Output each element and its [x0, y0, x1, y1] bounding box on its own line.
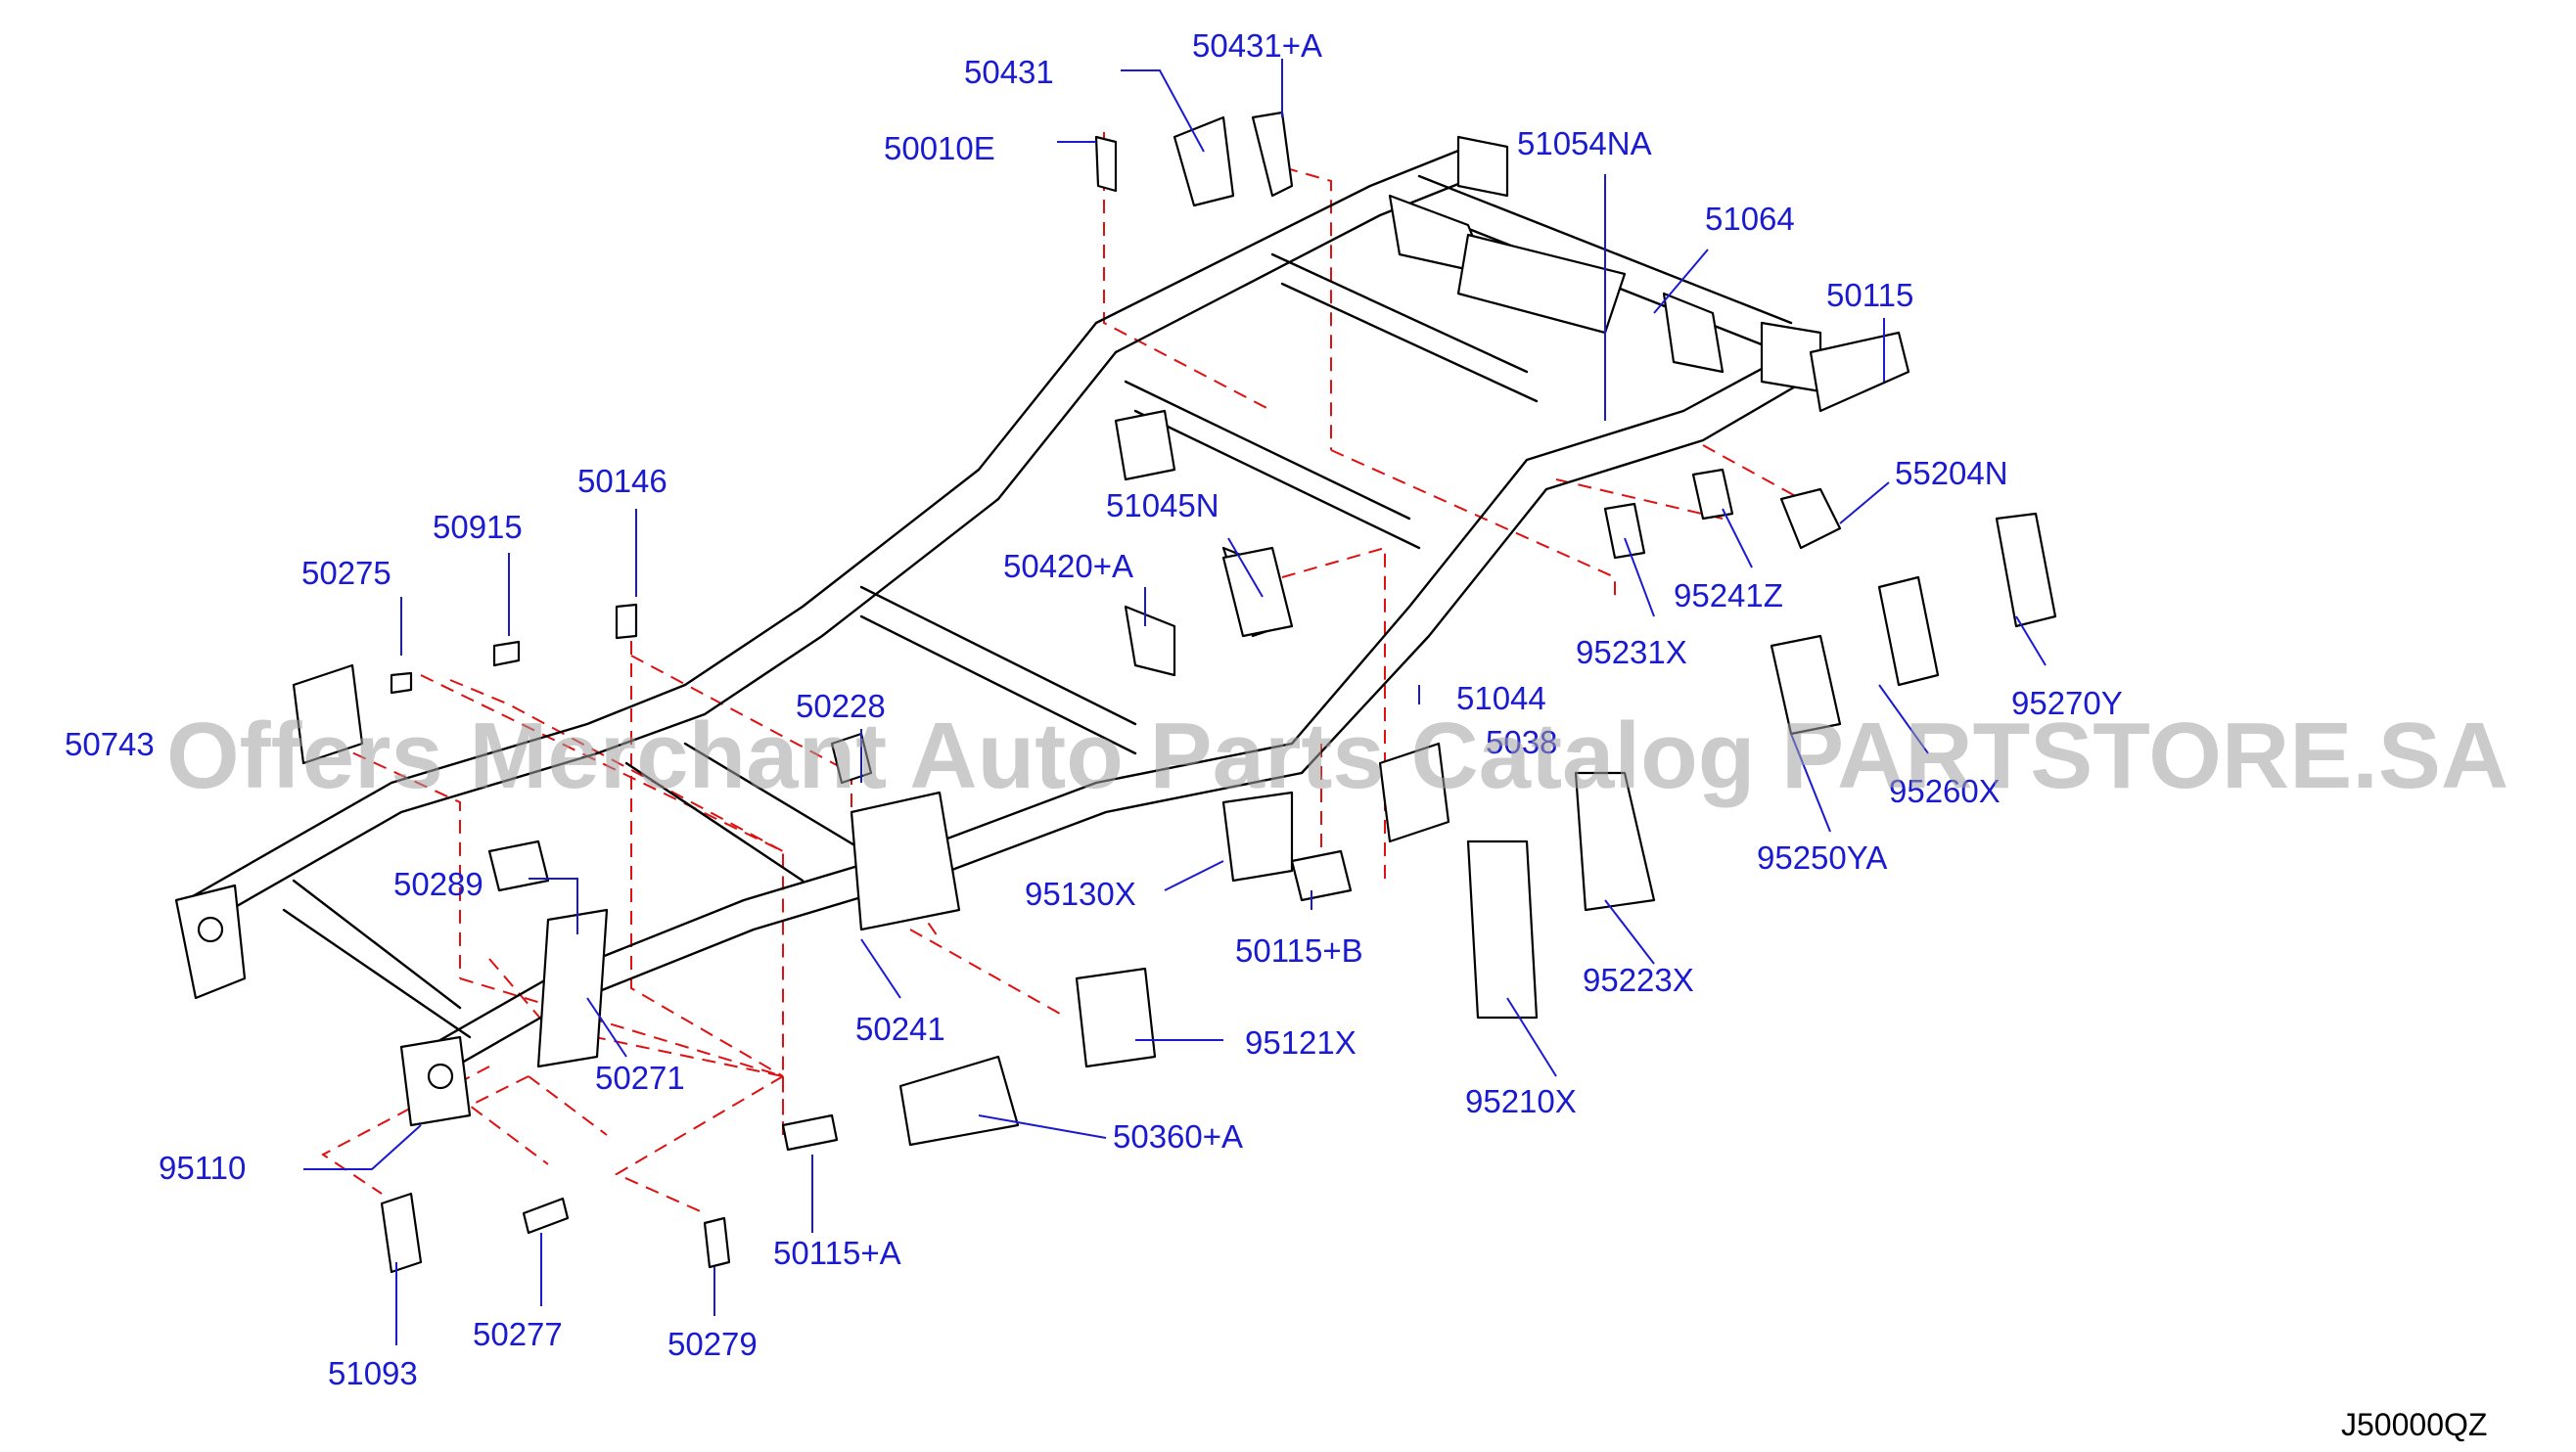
label-95130x: 95130X — [1025, 876, 1136, 912]
label-50115: 50115 — [1826, 277, 1913, 313]
label-50010e: 50010E — [884, 130, 995, 166]
label-5038: 5038 — [1486, 724, 1557, 760]
label-50289: 50289 — [393, 866, 483, 902]
diagram-code: J50000QZ — [2341, 1407, 2487, 1442]
label-95260x: 95260X — [1889, 773, 2001, 809]
label-50241: 50241 — [855, 1011, 945, 1047]
label-95210x: 95210X — [1465, 1083, 1577, 1119]
watermark-text: Offers Merchant Auto Parts Catalog PARTS… — [166, 703, 2508, 808]
label-50228: 50228 — [796, 688, 886, 724]
label-51054na: 51054NA — [1517, 125, 1652, 161]
label-50743: 50743 — [65, 726, 155, 762]
label-95231x: 95231X — [1576, 634, 1687, 670]
label-95250ya: 95250YA — [1757, 839, 1887, 876]
label-51093: 51093 — [328, 1355, 418, 1391]
label-55204n: 55204N — [1895, 455, 2008, 491]
label-95121x: 95121X — [1245, 1024, 1357, 1061]
leader-lines — [303, 59, 2047, 1345]
frame-brackets — [292, 111, 2057, 1274]
ladder-frame — [174, 135, 1822, 1127]
label-95270y: 95270Y — [2011, 685, 2123, 721]
label-95110: 95110 — [159, 1150, 246, 1186]
part-labels: 50431 50431+A 50010E 51054NA 51064 50115… — [65, 27, 2123, 1391]
label-50431-a: 50431+A — [1192, 27, 1322, 64]
label-50146: 50146 — [577, 463, 667, 499]
label-50271: 50271 — [595, 1060, 685, 1096]
label-50277: 50277 — [473, 1316, 563, 1352]
label-50115-a: 50115+A — [773, 1235, 901, 1271]
label-51044: 51044 — [1456, 680, 1546, 716]
label-51045n: 51045N — [1106, 487, 1219, 523]
label-50115-b: 50115+B — [1235, 932, 1363, 969]
label-50420-a: 50420+A — [1003, 548, 1133, 584]
label-50360-a: 50360+A — [1113, 1118, 1243, 1155]
label-50279: 50279 — [667, 1326, 758, 1362]
label-50915: 50915 — [433, 509, 523, 545]
label-50275: 50275 — [301, 555, 391, 591]
label-95223x: 95223X — [1583, 962, 1694, 998]
label-51064: 51064 — [1705, 201, 1795, 237]
label-50431: 50431 — [964, 54, 1054, 90]
label-95241z: 95241Z — [1674, 577, 1783, 613]
